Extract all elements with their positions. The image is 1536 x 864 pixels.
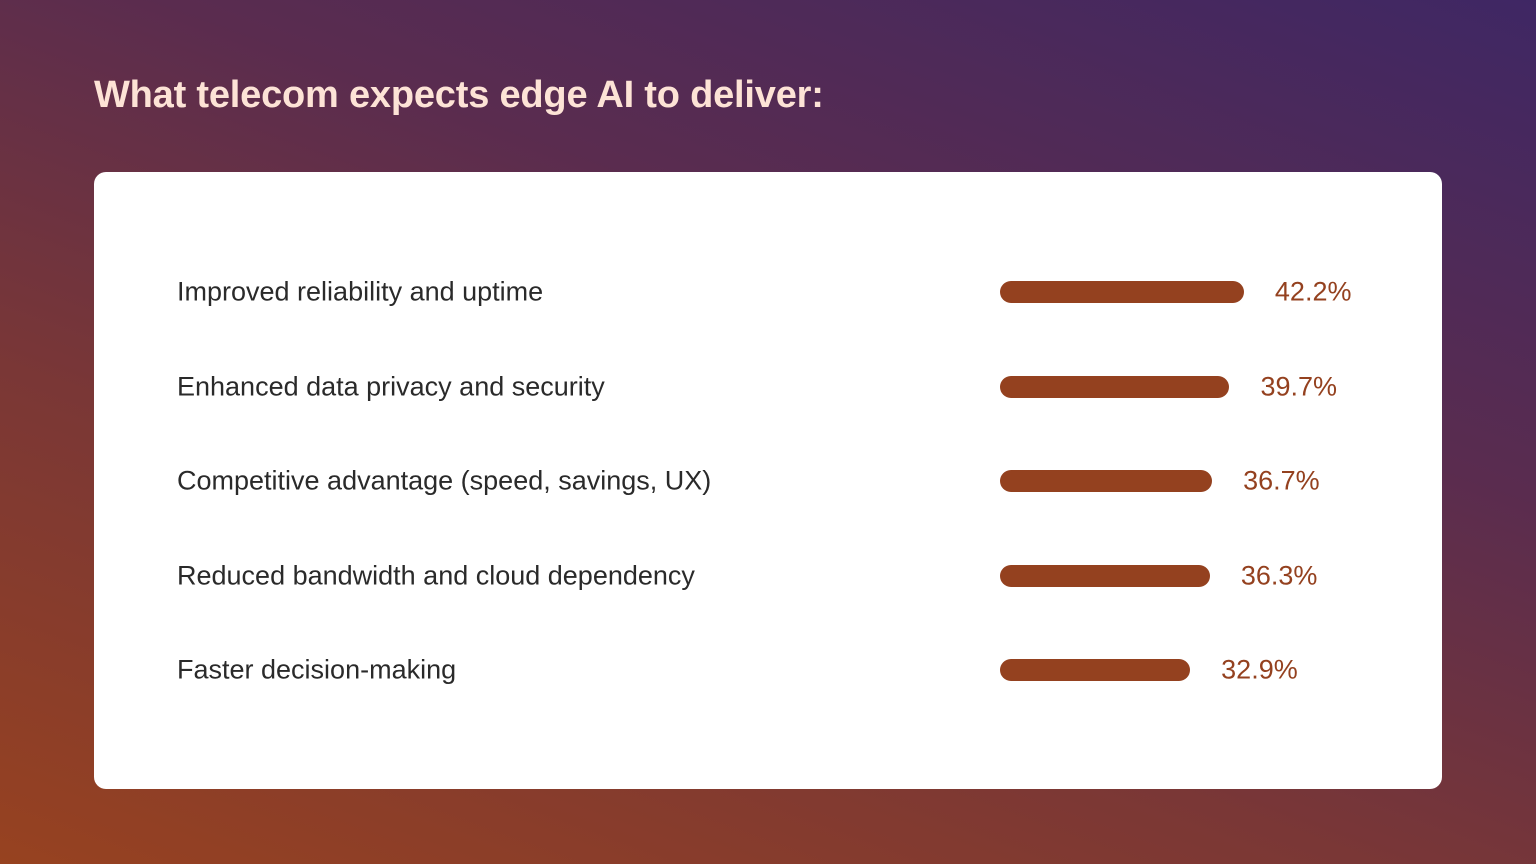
value-label: 36.3% bbox=[1240, 560, 1318, 590]
bar-row: Faster decision-making 32.9% bbox=[94, 650, 1442, 690]
page-title: What telecom expects edge AI to deliver: bbox=[94, 74, 824, 116]
category-label: Improved reliability and uptime bbox=[177, 276, 544, 307]
category-label: Enhanced data privacy and security bbox=[177, 371, 605, 401]
value-label: 42.2% bbox=[1274, 276, 1352, 307]
bar bbox=[1000, 470, 1213, 492]
bar bbox=[1000, 659, 1191, 681]
chart-card: Improved reliability and uptime 42.2% Enha… bbox=[94, 172, 1442, 789]
bar-row: Enhanced data privacy and security 39.7% bbox=[94, 367, 1442, 407]
bar-row: Competitive advantage (speed, savings, U… bbox=[94, 461, 1442, 501]
category-label: Competitive advantage (speed, savings, U… bbox=[177, 465, 712, 496]
category-label: Reduced bandwidth and cloud dependency bbox=[177, 560, 695, 590]
bar bbox=[1000, 375, 1230, 398]
bar bbox=[1000, 281, 1244, 303]
bar-row: Improved reliability and uptime 42.2% bbox=[94, 272, 1442, 312]
value-label: 36.7% bbox=[1243, 465, 1320, 496]
value-label: 39.7% bbox=[1260, 371, 1338, 401]
bar-row: Reduced bandwidth and cloud dependency 36… bbox=[94, 556, 1442, 596]
value-label: 32.9% bbox=[1221, 654, 1298, 685]
bar bbox=[1000, 564, 1210, 587]
bar-chart: Improved reliability and uptime 42.2% Enha… bbox=[94, 172, 1442, 789]
category-label: Faster decision-making bbox=[177, 654, 457, 685]
